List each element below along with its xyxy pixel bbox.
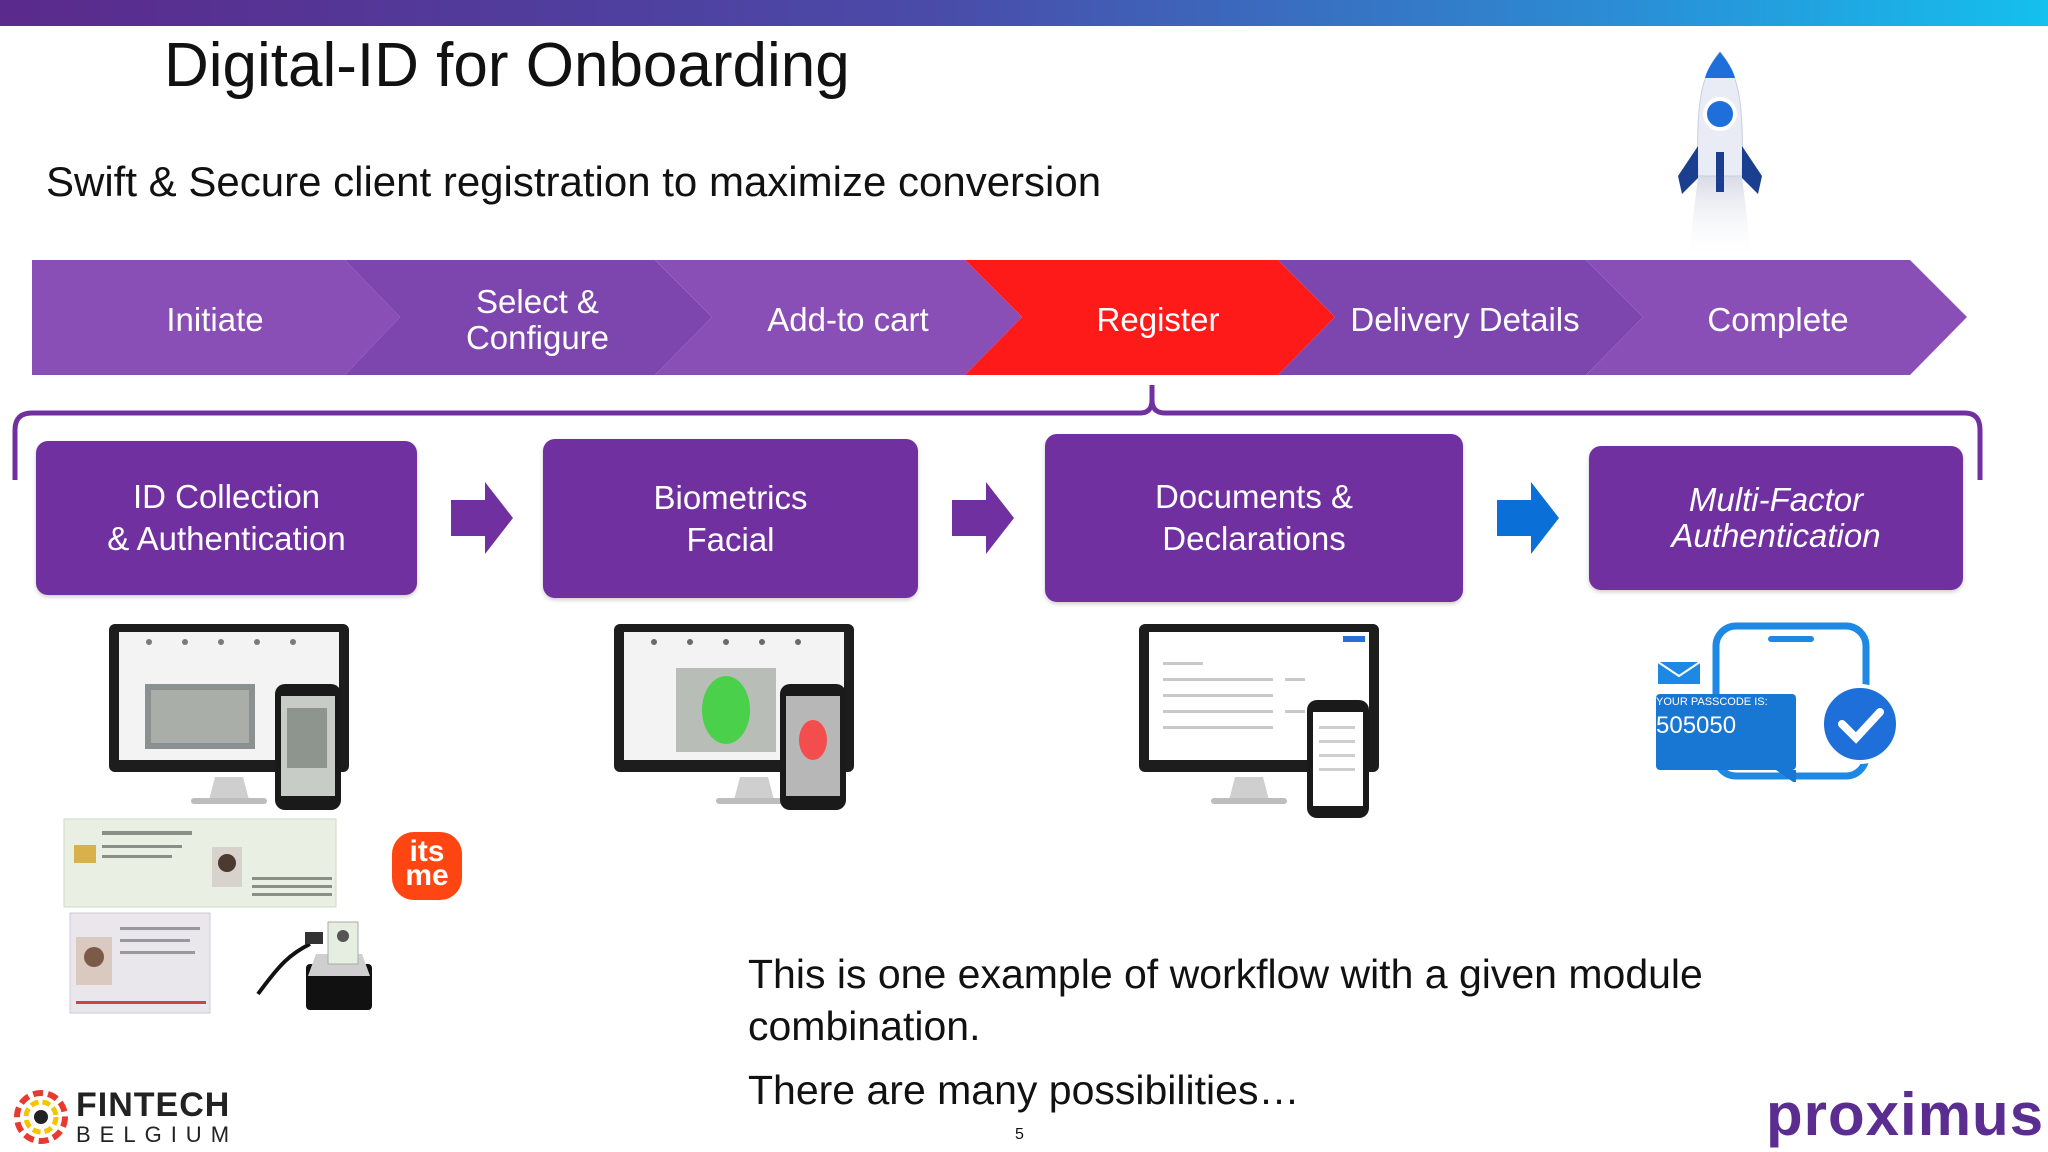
- arrow-right-blue-icon: [1497, 482, 1559, 554]
- checkmark-icon: [1820, 684, 1900, 764]
- step-label-register: Register: [1096, 301, 1220, 338]
- module-doc-line2: Declarations: [1162, 520, 1346, 557]
- top-gradient-bar: [0, 0, 2048, 26]
- step-chevron-initiate: [32, 260, 400, 375]
- page-title: Digital-ID for Onboarding: [164, 31, 850, 100]
- step-label-select: Select & Configure: [465, 283, 610, 356]
- card-reader-illustration: [256, 921, 372, 1010]
- phone-message-illustration: [1656, 622, 1900, 782]
- documents-monitor-illustration: [1139, 624, 1379, 818]
- step-chevron-register: [965, 260, 1335, 375]
- module-documents: Documents & Declarations: [1045, 434, 1463, 602]
- proximus-logo: proximus: [1766, 1081, 2045, 1148]
- step-chevron-cart: [655, 260, 1022, 375]
- process-steps: Initiate Select & Configure Add-to cart …: [0, 255, 2048, 385]
- arrow-right-icon: [952, 482, 1014, 554]
- id-card-illustration: [63, 818, 337, 1014]
- step-label-initiate: Initiate: [166, 301, 264, 338]
- rocket-icon: [1678, 51, 1762, 261]
- step-chevron-delivery: [1278, 260, 1643, 375]
- passcode-message: YOUR PASSCODE IS: 505050: [1656, 696, 1796, 768]
- itsme-logo: its me: [392, 832, 462, 900]
- fintech-logo-icon: [14, 1090, 68, 1144]
- module-biometrics: Biometrics Facial: [543, 439, 918, 598]
- step-chevron-select: [345, 260, 712, 375]
- passcode-code: 505050: [1656, 712, 1737, 739]
- module-mfa: Multi-Factor Authentication: [1589, 446, 1963, 590]
- step-label-delivery: Delivery Details: [1350, 301, 1580, 338]
- step-label-complete: Complete: [1707, 301, 1849, 338]
- step-label-cart: Add-to cart: [767, 301, 929, 338]
- passcode-caption: YOUR PASSCODE IS:: [1656, 696, 1768, 708]
- module-id-line1: ID Collection: [132, 478, 321, 515]
- module-mfa-line2: Authentication: [1671, 517, 1881, 554]
- module-mfa-line1: Multi-Factor: [1688, 481, 1864, 518]
- envelope-icon: [1658, 662, 1700, 684]
- module-bio-line1: Biometrics: [653, 478, 808, 516]
- fintech-logo-text: FINTECH: [76, 1086, 231, 1124]
- arrow-right-icon: [451, 482, 513, 554]
- fintech-logo-subtext: BELGIUM: [76, 1122, 239, 1147]
- biometric-monitor-illustration: [614, 624, 854, 810]
- monitor-phone-illustration: [109, 624, 349, 810]
- note-line2: There are many possibilities…: [748, 1067, 1300, 1113]
- page-subtitle: Swift & Secure client registration to ma…: [46, 158, 1102, 205]
- workflow-note: This is one example of workflow with a g…: [748, 948, 1798, 1128]
- step-chevron-complete: [1586, 260, 1967, 375]
- register-bracket: [12, 385, 1983, 480]
- note-line1: This is one example of workflow with a g…: [748, 951, 1703, 1049]
- module-bio-line2: Facial: [686, 520, 775, 558]
- module-doc-line1: Documents &: [1154, 478, 1354, 515]
- module-id-line2: & Authentication: [107, 520, 346, 557]
- page-number: 5: [1015, 1126, 1024, 1143]
- module-id-collection: ID Collection & Authentication: [36, 441, 417, 595]
